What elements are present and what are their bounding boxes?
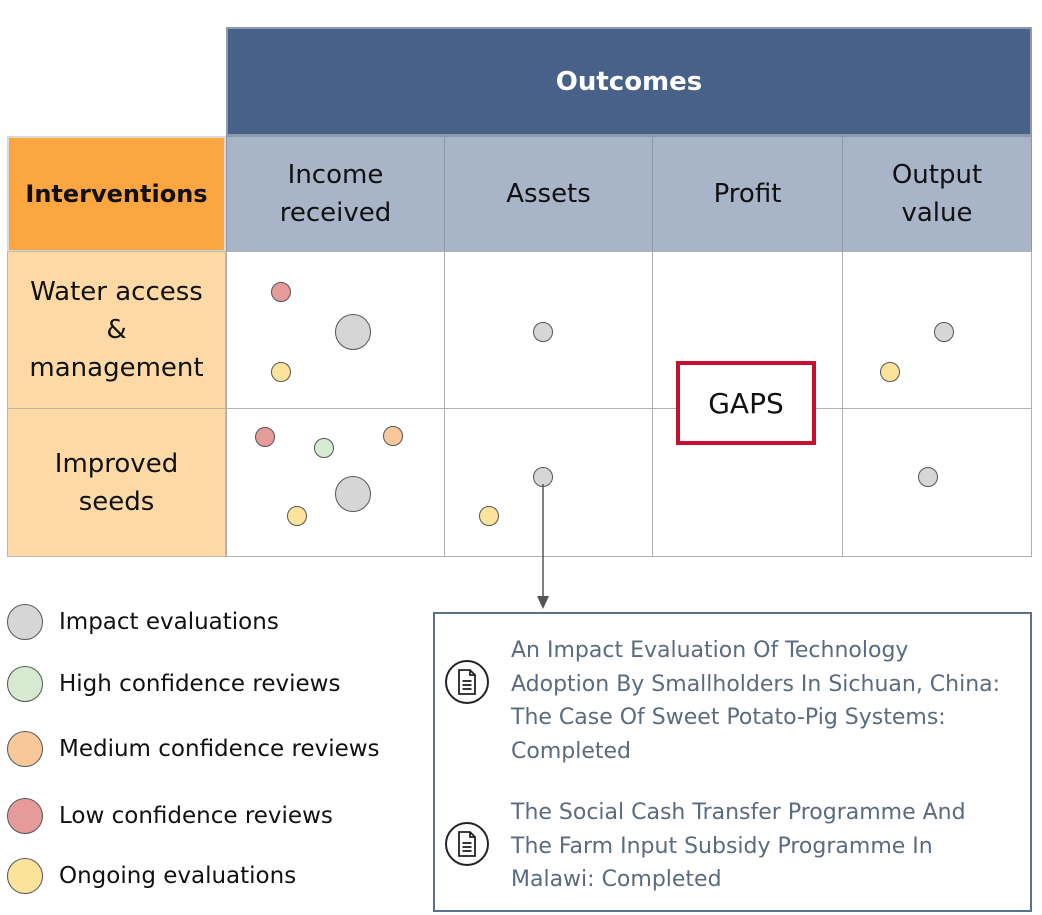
impact-evaluation-dot-large[interactable] (335, 314, 371, 350)
legend-swatch-low (7, 798, 43, 834)
impact-evaluation-dot[interactable] (934, 322, 954, 342)
legend-item-medium: Medium confidence reviews (7, 729, 380, 769)
legend-swatch-impact (7, 604, 43, 640)
row-label: Improved seeds (54, 448, 179, 517)
legend-swatch-high (7, 666, 43, 702)
low-confidence-dot[interactable] (255, 427, 275, 447)
legend-label: Impact evaluations (59, 609, 279, 635)
legend-swatch-medium (7, 731, 43, 767)
ongoing-evaluation-dot[interactable] (271, 362, 291, 382)
column-label: Assets (506, 179, 591, 209)
document-icon (445, 822, 489, 866)
references-panel: An Impact Evaluation Of Technology Adopt… (433, 612, 1032, 912)
document-icon (445, 660, 489, 704)
legend-label: High confidence reviews (59, 671, 341, 697)
ongoing-evaluation-dot[interactable] (880, 362, 900, 382)
interventions-header: Interventions (7, 136, 226, 252)
outcomes-header: Outcomes (226, 27, 1032, 136)
column-label: Output value (891, 160, 983, 228)
impact-evaluation-dot[interactable] (533, 322, 553, 342)
legend-label: Low confidence reviews (59, 803, 333, 829)
legend-label: Medium confidence reviews (59, 736, 380, 762)
low-confidence-dot[interactable] (271, 282, 291, 302)
legend-item-high: High confidence reviews (7, 664, 340, 704)
gaps-label: GAPS (708, 386, 784, 420)
legend-label: Ongoing evaluations (59, 863, 297, 889)
column-label: Profit (713, 179, 782, 209)
legend-item-ongoing: Ongoing evaluations (7, 856, 296, 896)
row-header-water-access[interactable]: Water access & management (7, 251, 226, 409)
reference-item[interactable]: The Social Cash Transfer Programme And T… (445, 796, 1011, 897)
row-header-improved-seeds[interactable]: Improved seeds (7, 408, 226, 557)
interventions-label: Interventions (25, 180, 208, 208)
row-label: Water access & management (29, 277, 204, 383)
reference-title[interactable]: The Social Cash Transfer Programme And T… (511, 800, 966, 892)
high-confidence-dot[interactable] (314, 438, 334, 458)
column-header-profit[interactable]: Profit (652, 136, 843, 252)
impact-evaluation-dot-large[interactable] (335, 476, 371, 512)
column-header-output-value[interactable]: Output value (842, 136, 1032, 252)
gaps-box: GAPS (676, 361, 816, 445)
outcomes-label: Outcomes (555, 66, 703, 97)
legend-item-impact: Impact evaluations (7, 602, 279, 642)
reference-item[interactable]: An Impact Evaluation Of Technology Adopt… (445, 634, 1011, 768)
column-header-assets[interactable]: Assets (444, 136, 653, 252)
column-label: Income received (279, 160, 392, 228)
ongoing-evaluation-dot[interactable] (287, 506, 307, 526)
reference-title[interactable]: An Impact Evaluation Of Technology Adopt… (511, 638, 1001, 764)
legend-swatch-ongoing (7, 858, 43, 894)
connector-arrow (537, 484, 549, 609)
cell-seeds-output (842, 408, 1032, 557)
impact-evaluation-dot[interactable] (918, 467, 938, 487)
medium-confidence-dot[interactable] (383, 426, 403, 446)
ongoing-evaluation-dot[interactable] (479, 506, 499, 526)
column-header-income-received[interactable]: Income received (226, 136, 445, 252)
legend-item-low: Low confidence reviews (7, 796, 333, 836)
